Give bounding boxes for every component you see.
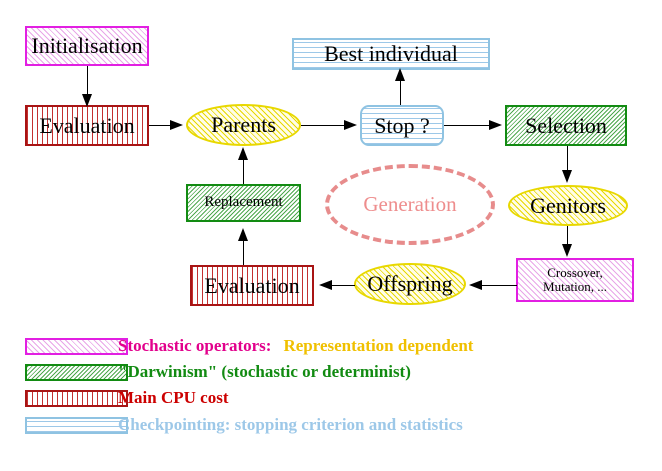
node-crossover-mutation[interactable]: Crossover, Mutation, ... [516,258,634,302]
legend-label-stochastic-primary: Stochastic operators: [118,336,272,355]
legend-swatch-magenta-diagonal-hatch-icon [25,338,128,355]
legend-row-checkpointing: Checkpointing: stopping criterion and st… [0,415,662,447]
arrowhead-up-parents [238,147,248,160]
arrowhead-down-genitors [562,170,572,183]
edge-offspring-to-evaluation [331,285,355,286]
node-parents[interactable]: Parents [186,104,301,146]
legend-label-stochastic-secondary: Representation dependent [283,336,474,355]
node-selection[interactable]: Selection [505,105,627,146]
node-initialisation[interactable]: Initialisation [25,26,149,66]
arrowhead-right-selection [489,120,502,130]
node-stop[interactable]: Stop ? [360,105,444,146]
edge-stop-to-best-individual [400,78,401,105]
arrowhead-left-evaluation-bottom [319,280,332,290]
edge-stop-to-selection [444,125,490,126]
edge-initialisation-to-evaluation [87,66,88,97]
legend-label-cpu-cost: Main CPU cost [118,388,229,407]
arrowhead-right-stop [344,120,357,130]
edge-evaluation-to-replacement [243,238,244,265]
node-evaluation-bottom[interactable]: Evaluation [190,265,314,306]
edge-parents-to-stop [301,125,345,126]
edge-selection-to-genitors [567,146,568,172]
legend-label-checkpointing: Checkpointing: stopping criterion and st… [118,415,463,434]
legend-swatch-green-diagonal-hatch-icon [25,364,128,381]
legend-row-darwinism: "Darwinism" (stochastic or determinist) [0,362,662,394]
arrowhead-down-initialisation [82,94,92,107]
arrowhead-up-best-individual [395,68,405,81]
edge-replacement-to-parents [243,158,244,184]
edge-crossover-to-offspring [481,285,517,286]
legend-row-cpu-cost: Main CPU cost [0,388,662,420]
arrowhead-left-offspring [469,280,482,290]
legend-label-stochastic: Stochastic operators: Representation depe… [118,336,473,356]
legend-swatch-blue-horizontal-hatch-icon [25,417,128,434]
legend-label-darwinism: "Darwinism" (stochastic or determinist) [118,362,411,381]
node-evaluation-top[interactable]: Evaluation [25,105,149,146]
edge-evaluation-to-parents [149,125,174,126]
node-generation-cycle: Generation [325,164,495,245]
arrowhead-down-crossover [562,244,572,257]
arrowhead-up-replacement [238,228,248,241]
legend-swatch-red-vertical-hatch-icon [25,390,128,407]
node-offspring[interactable]: Offspring [354,263,466,305]
node-best-individual[interactable]: Best individual [292,38,490,70]
legend-row-stochastic: Stochastic operators: Representation depe… [0,336,662,368]
node-replacement[interactable]: Replacement [186,184,301,222]
arrowhead-right-parents [170,120,183,130]
edge-genitors-to-crossover [567,226,568,246]
node-genitors[interactable]: Genitors [508,185,628,226]
